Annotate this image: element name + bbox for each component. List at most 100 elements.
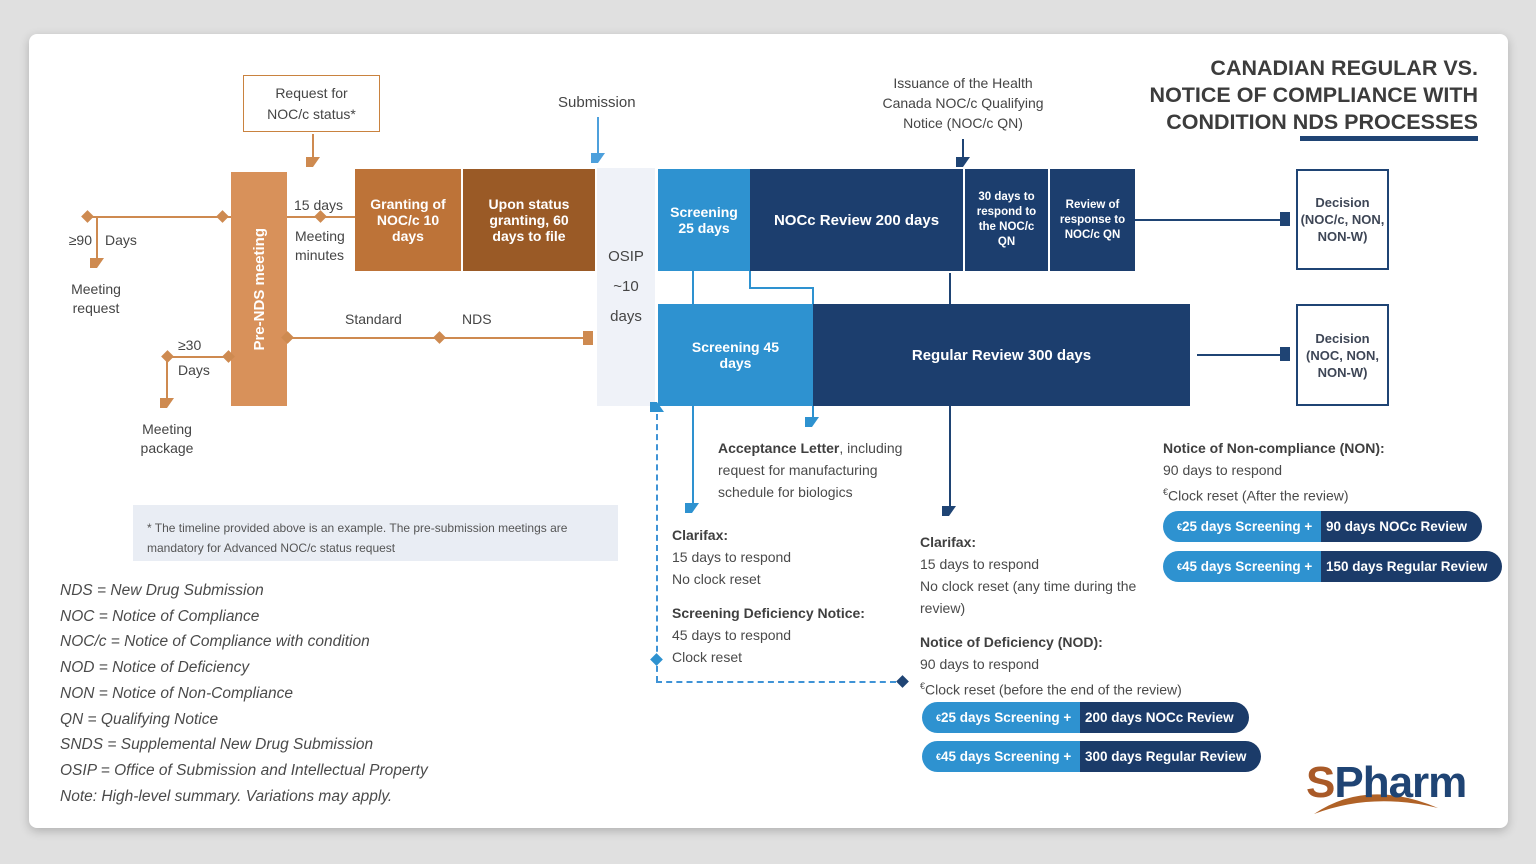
meeting-package-label: Meeting package <box>127 420 207 458</box>
decision-regular-box: Decision (NOC, NON, NON-W) <box>1296 304 1389 406</box>
logo-wordmark: SPharm <box>1306 758 1467 808</box>
pill-45-300-right-text: 300 days Regular Review <box>1084 749 1247 764</box>
pill-footnote-sup: € <box>936 712 942 723</box>
clarifax2-note: Clarifax: 15 days to respond No clock re… <box>920 531 1182 701</box>
submission-arrow-down-icon <box>591 153 605 163</box>
legend-nocc: NOC/c = Notice of Compliance with condit… <box>60 633 370 651</box>
clarifax1-title: Clarifax: <box>672 527 729 543</box>
pre-nds-meeting-bar: Pre-NDS meeting <box>231 172 287 406</box>
decision1-arrow-right-icon <box>1280 212 1290 226</box>
request-arrow-down-icon <box>306 157 320 167</box>
request-box-line-1: Request for <box>275 84 348 101</box>
acceptance-arrow-down-icon <box>805 417 819 427</box>
pill-25-200-left-text: 25 days Screening + <box>941 710 1072 725</box>
decision1-line-1: Decision <box>1315 195 1370 210</box>
pill-25-200-left: €25 days Screening + <box>922 702 1080 733</box>
osip-label-1: OSIP <box>608 248 644 265</box>
pre-nds-meeting-label: Pre-NDS meeting <box>250 227 268 351</box>
non-line-1: 90 days to respond <box>1163 462 1283 478</box>
screening-45-box: Screening 45 days <box>658 304 813 406</box>
decision2-line-2: (NOC, NON, <box>1306 347 1379 363</box>
clarifax2-connector-upper <box>949 273 951 304</box>
screening-25-box: Screening 25 days <box>658 169 750 271</box>
issuance-label: Issuance of the Health Canada NOC/c Qual… <box>860 73 1066 133</box>
nod-line-1: 90 days to respond <box>920 656 1040 672</box>
legend-qn: QN = Qualifying Notice <box>60 710 219 728</box>
osip-column: OSIP ~10 days <box>597 168 655 406</box>
page-title: CANADIAN REGULAR VS. NOTICE OF COMPLIANC… <box>1100 55 1478 136</box>
pill-25-200-right: 200 days NOCc Review <box>1079 702 1249 733</box>
standard-label: Standard <box>345 311 402 327</box>
pill-25-90-right-text: 90 days NOCc Review <box>1325 519 1468 534</box>
standard-nds-arrow-right-icon <box>583 331 593 345</box>
pill-25-200: €25 days Screening + 200 days NOCc Revie… <box>922 702 1249 733</box>
clock-reset-dashed-horizontal <box>656 681 896 683</box>
pill-45-150-left-text: 45 days Screening + <box>1182 559 1313 574</box>
screening-25-label: Screening 25 days <box>670 204 738 236</box>
review-response-label: Review of response to NOC/c QN <box>1059 198 1126 241</box>
legend-noc: NOC = Notice of Compliance <box>60 607 260 625</box>
osip-label-3: days <box>610 308 642 325</box>
granting-noc-label: Granting of NOC/c 10 days <box>370 196 446 244</box>
decision1-line-2: (NOC/c, NON, <box>1300 212 1385 227</box>
pill-45-150-right-text: 150 days Regular Review <box>1325 559 1488 574</box>
non-line-2-text: Clock reset (After the review) <box>1168 487 1349 504</box>
ge90-label: ≥90 <box>68 232 92 248</box>
milestone-diamond-icon <box>433 331 446 344</box>
pill-45-300: €45 days Screening + 300 days Regular Re… <box>922 741 1262 772</box>
legend-nod: NOD = Notice of Deficiency <box>60 659 250 677</box>
request-noc-status-box: Request for NOC/c status* <box>243 75 380 132</box>
nds-label: NDS <box>462 311 492 327</box>
abbreviation-legend: NDS = New Drug Submission NOC = Notice o… <box>60 578 428 809</box>
granting-noc-box: Granting of NOC/c 10 days <box>355 169 461 271</box>
spharm-logo: SPharm <box>1306 758 1486 820</box>
issuance-arrow-line <box>962 139 964 158</box>
request-box-line-2: NOC/c status* <box>267 105 356 122</box>
decision2-line-1: Decision <box>1315 330 1370 346</box>
decision2-arrow-line <box>1197 354 1282 356</box>
acceptance-elbow-v2 <box>812 287 814 304</box>
title-line-1: CANADIAN REGULAR VS. <box>1210 56 1478 80</box>
infographic-card <box>29 34 1508 828</box>
nod-title: Notice of Deficiency (NOD): <box>920 634 1103 650</box>
non-line-2: €Clock reset (After the review) <box>1163 481 1433 507</box>
request-arrow-line <box>312 134 314 158</box>
clarifax2-line-1: 15 days to respond <box>920 556 1040 572</box>
submission-label: Submission <box>558 94 636 111</box>
screening-45-label: Screening 45 days <box>691 339 780 371</box>
clarifax2-line-2: No clock reset (any time during the revi… <box>920 578 1137 616</box>
clarifax1-line-2: No clock reset <box>672 571 761 587</box>
meeting-request-drop-line <box>96 217 98 259</box>
pill-25-90-left: €25 days Screening + <box>1163 511 1321 542</box>
meeting-request-arrow-down-icon <box>90 258 104 268</box>
pill-45-300-left: €45 days Screening + <box>922 741 1080 772</box>
pill-45-150: €45 days Screening + 150 days Regular Re… <box>1163 551 1503 582</box>
decision2-arrow-right-icon <box>1280 347 1290 361</box>
issuance-line-2: Canada NOC/c Qualifying <box>882 95 1044 111</box>
timeline-footnote-box: * The timeline provided above is an exam… <box>133 505 618 561</box>
milestone-diamond-icon <box>216 210 229 223</box>
meeting-package-arrow-down-icon <box>160 398 174 408</box>
pill-25-90: €25 days Screening + 90 days NOCc Review <box>1163 511 1483 542</box>
pill-45-300-right: 300 days Regular Review <box>1079 741 1262 772</box>
pill-25-90-right: 90 days NOCc Review <box>1320 511 1483 542</box>
nod-line-2: €Clock reset (before the end of the revi… <box>920 675 1182 701</box>
fifteen-days-label: 15 days <box>294 197 344 213</box>
issuance-line-1: Issuance of the Health <box>893 75 1033 91</box>
upon-status-label: Upon status granting, 60 days to file <box>488 196 570 244</box>
decision-nocc-box: Decision (NOC/c, NON, NON-W) <box>1296 169 1389 270</box>
issuance-arrow-down-icon <box>956 157 970 167</box>
sdn-title: Screening Deficiency Notice: <box>672 605 865 621</box>
days30-label: Days <box>178 362 210 378</box>
clarifax2-title: Clarifax: <box>920 534 977 550</box>
acceptance-letter-rest: , including request for manufacturing sc… <box>718 440 903 500</box>
ge30-label: ≥30 <box>178 337 202 353</box>
clock-reset-dashed-vertical <box>656 414 658 682</box>
meeting-request-line <box>87 216 231 218</box>
submission-arrow-line <box>597 117 599 154</box>
clarifax1-note: Clarifax: 15 days to respond No clock re… <box>672 524 887 668</box>
pill-footnote-sup: € <box>936 751 942 762</box>
clarifax1-connector-upper <box>692 271 694 304</box>
regular-review-label: Regular Review 300 days <box>911 346 1092 364</box>
